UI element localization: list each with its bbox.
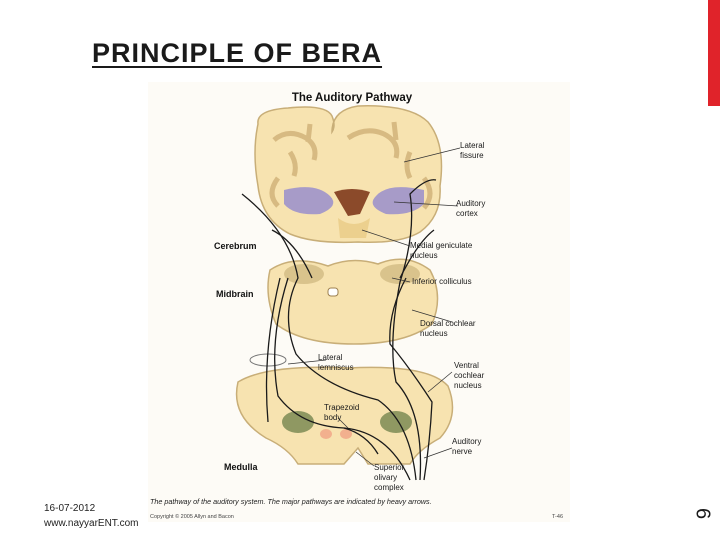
figure-caption: The pathway of the auditory system. The … [150,497,432,506]
label-superior-olivary: Superior olivary complex [374,463,406,492]
medulla-label: Medulla [224,462,258,472]
label-medial-geniculate: Medial geniculate nucleus [410,241,475,260]
label-inferior-colliculus: Inferior colliculus [412,277,472,286]
label-lateral-lemniscus: Lateral lemniscus [318,353,354,372]
left-olivary-nucleus [282,411,314,433]
label-trapezoid-body: Trapezoid body [324,403,362,422]
label-dorsal-cochlear: Dorsal cochlear nucleus [420,319,478,338]
midbrain-label: Midbrain [216,289,254,299]
cerebrum [254,105,443,244]
figure-heading: The Auditory Pathway [292,92,413,104]
label-lateral-fissure: Lateral fissure [460,141,487,160]
footer-date: 16-07-2012 [44,503,96,514]
medulla [235,353,454,465]
accent-bar [708,0,720,106]
right-olivary-nucleus [380,411,412,433]
ventricle [334,189,370,216]
slide-title: PRINCIPLE OF BERA [92,38,383,68]
figure-copyright: Copyright © 2005 Allyn and Bacon [150,513,234,520]
leader-lines [287,147,461,467]
trapezoid-left [320,429,332,439]
slide-number: 6 [691,507,714,520]
label-auditory-cortex: Auditory cortex [456,199,488,218]
label-auditory-nerve: Auditory nerve [452,437,484,456]
auditory-pathway-diagram: The Auditory Pathway Cerebrum Midbrain M… [148,82,570,522]
trapezoid-right [340,429,352,439]
label-ventral-cochlear: Ventral cochlear nucleus [454,361,486,390]
auditory-pathways [241,179,437,481]
footer-website: www.nayyarENT.com [44,518,139,529]
midbrain [267,258,439,345]
figure-code: T-46 [552,514,563,520]
cerebrum-label: Cerebrum [214,241,257,251]
left-auditory-cortex-area [284,187,334,215]
